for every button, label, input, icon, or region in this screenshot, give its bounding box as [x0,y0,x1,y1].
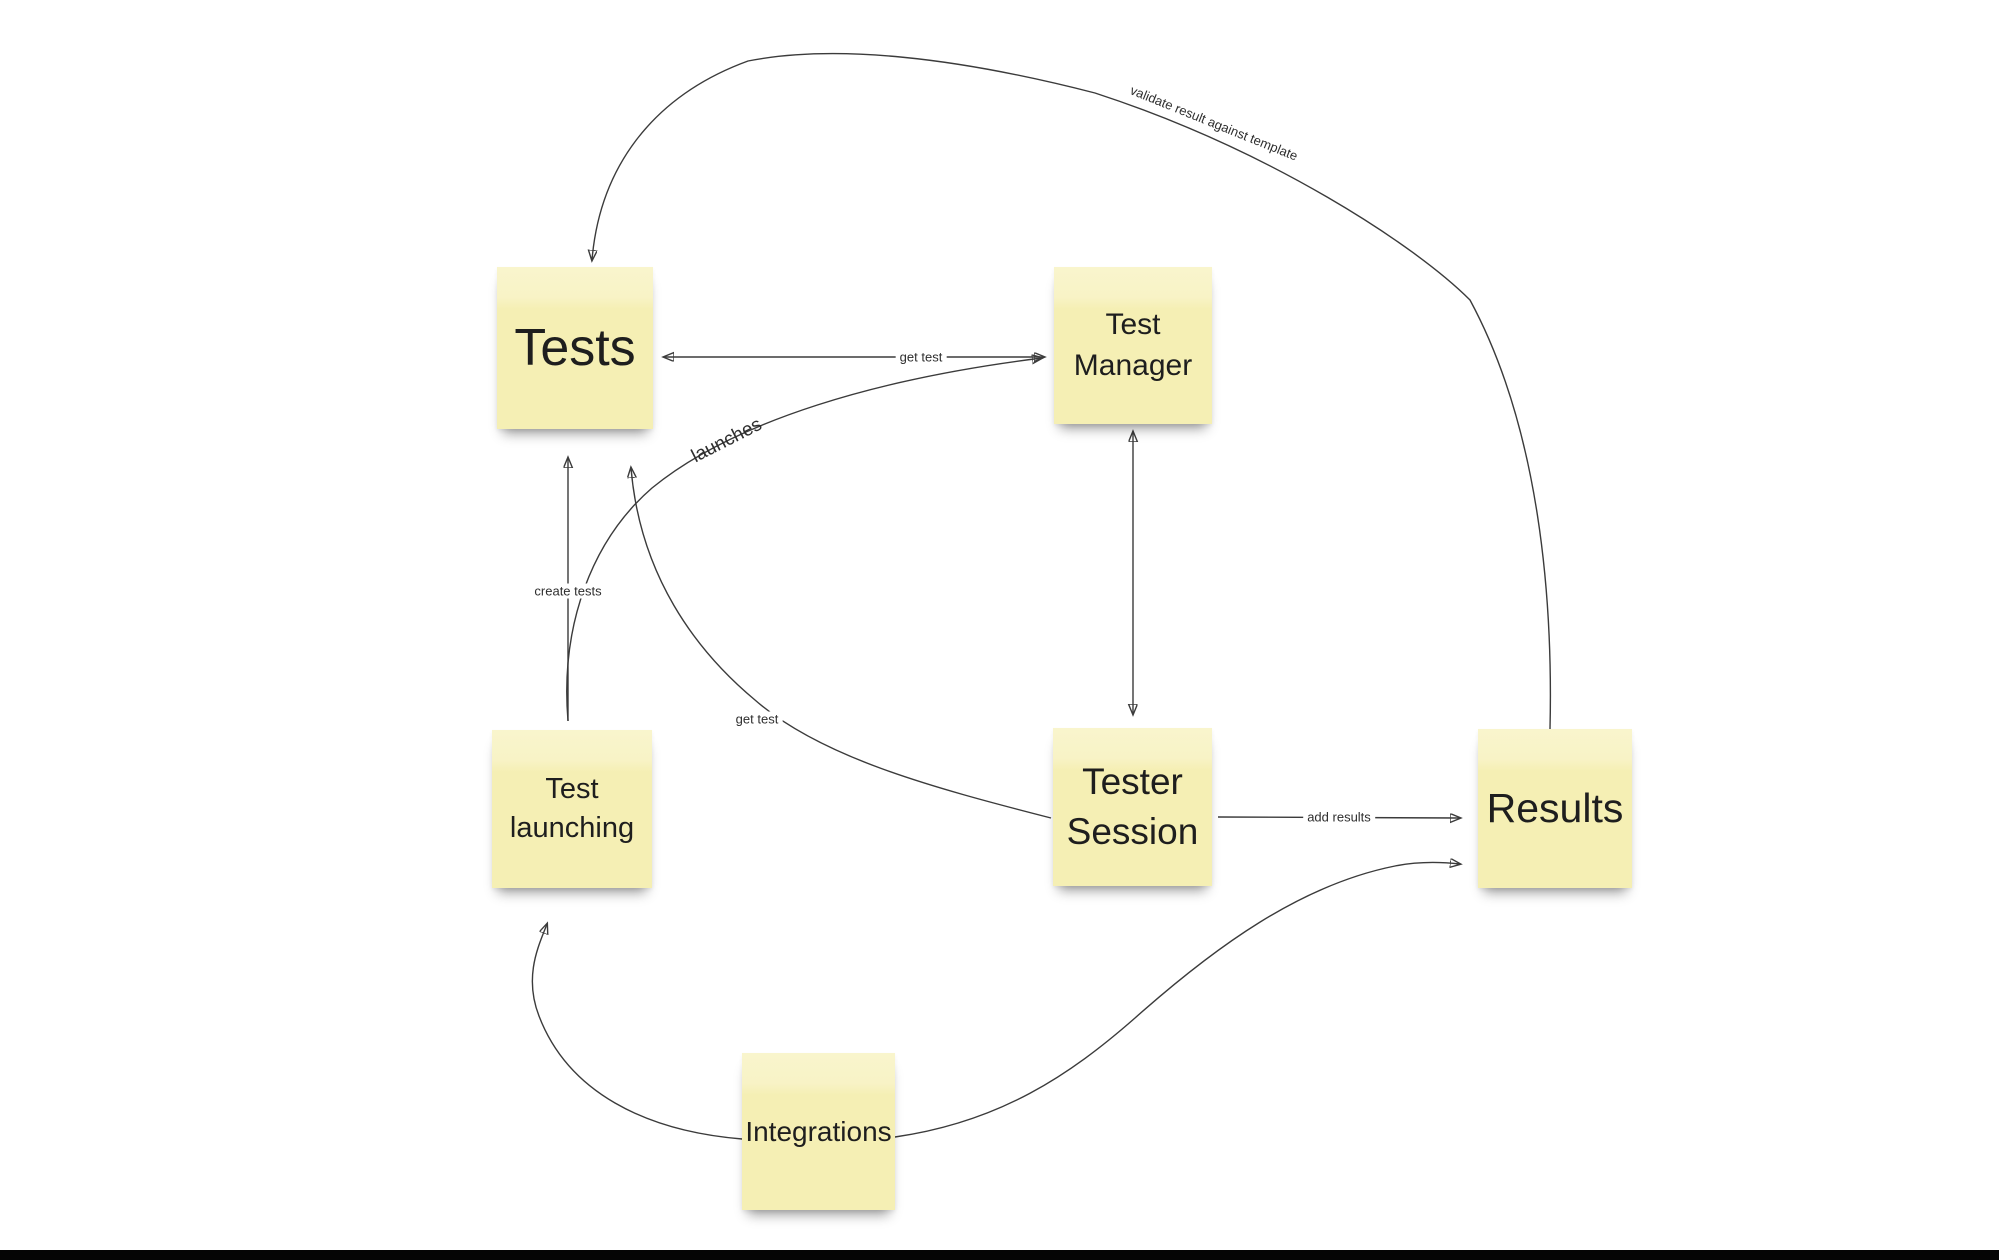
sticky-note-test-launching[interactable]: Test launching [492,730,652,888]
edge-get-test-lower[interactable] [631,468,1052,819]
sticky-note-tester-session[interactable]: Tester Session [1053,728,1212,886]
edge-launches[interactable] [566,358,1042,722]
sticky-note-results[interactable]: Results [1478,729,1632,888]
edge-integrations-launching[interactable] [531,924,743,1140]
edge-validate-result-against-template[interactable] [592,52,1552,730]
bottom-edge-bar [0,1250,1999,1260]
edge-integrations-results[interactable] [894,862,1460,1138]
edge-label-add-results[interactable]: add results [1303,809,1375,825]
edge-label-get-test-top[interactable]: get test [895,349,947,365]
sticky-note-integrations[interactable]: Integrations [742,1053,895,1210]
edge-label-get-test-lower[interactable]: get test [731,711,783,727]
edge-label-create-tests[interactable]: create tests [530,583,606,599]
sticky-note-tests[interactable]: Tests [497,267,653,429]
sticky-note-test-manager[interactable]: Test Manager [1054,267,1212,424]
